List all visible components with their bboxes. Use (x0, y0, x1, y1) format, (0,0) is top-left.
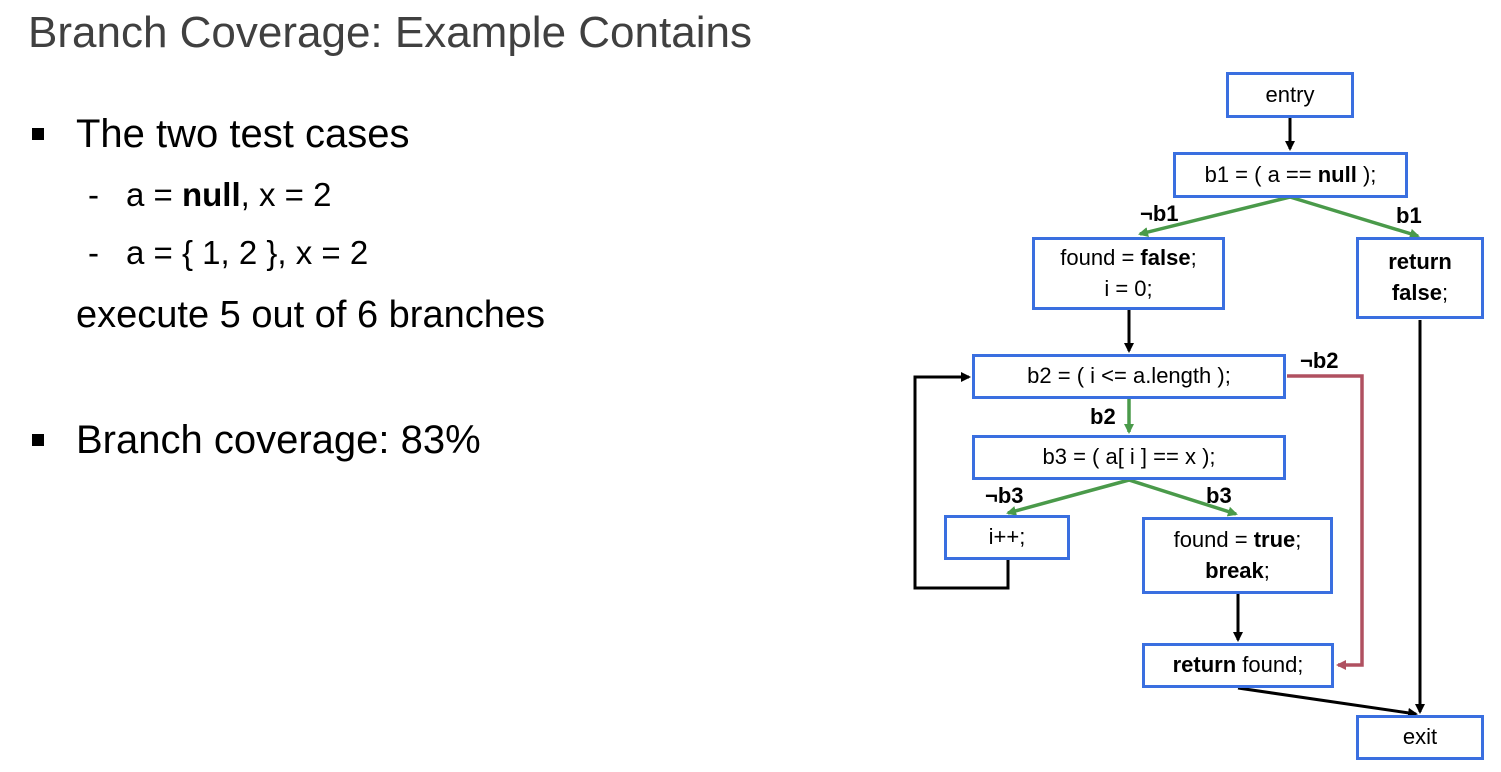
node-b3: b3 = ( a[ i ] == x ); (972, 435, 1286, 480)
edge-not-b1 (1138, 195, 1291, 237)
node-b2: b2 = ( i <= a.length ); (972, 354, 1286, 399)
node-exit: exit (1356, 715, 1484, 760)
label-b1: b1 (1396, 203, 1422, 228)
edge-b3 (1128, 478, 1238, 517)
bullet-square-icon (32, 434, 44, 446)
edge-loop-back (913, 372, 1010, 590)
node-found-true: found = true;break; (1142, 517, 1333, 594)
edge-b1 (1289, 195, 1420, 239)
edge-return-found-exit (1237, 686, 1418, 718)
label-not-b3: ¬b3 (985, 483, 1024, 508)
node-return-found: return found; (1142, 643, 1334, 688)
node-entry: entry (1226, 72, 1354, 118)
label-not-b2: ¬b2 (1300, 348, 1339, 373)
edge-not-b3 (1006, 478, 1130, 516)
slide-title: Branch Coverage: Example Contains (28, 8, 752, 57)
node-i-inc: i++; (944, 515, 1070, 560)
label-not-b1: ¬b1 (1140, 201, 1179, 226)
edge-not-b2 (1287, 374, 1364, 670)
bullet-text: The two test cases (76, 112, 410, 156)
label-b3: b3 (1206, 483, 1232, 508)
bullet-text: Branch coverage: 83% (76, 418, 481, 462)
label-b2: b2 (1090, 404, 1116, 429)
node-b1: b1 = ( a == null ); (1173, 152, 1408, 198)
coverage-summary: execute 5 out of 6 branches (76, 294, 545, 336)
dash-marker: - (88, 234, 99, 271)
bullet-square-icon (32, 128, 44, 140)
dash-marker: - (88, 176, 99, 213)
node-found-false: found = false;i = 0; (1032, 237, 1225, 310)
